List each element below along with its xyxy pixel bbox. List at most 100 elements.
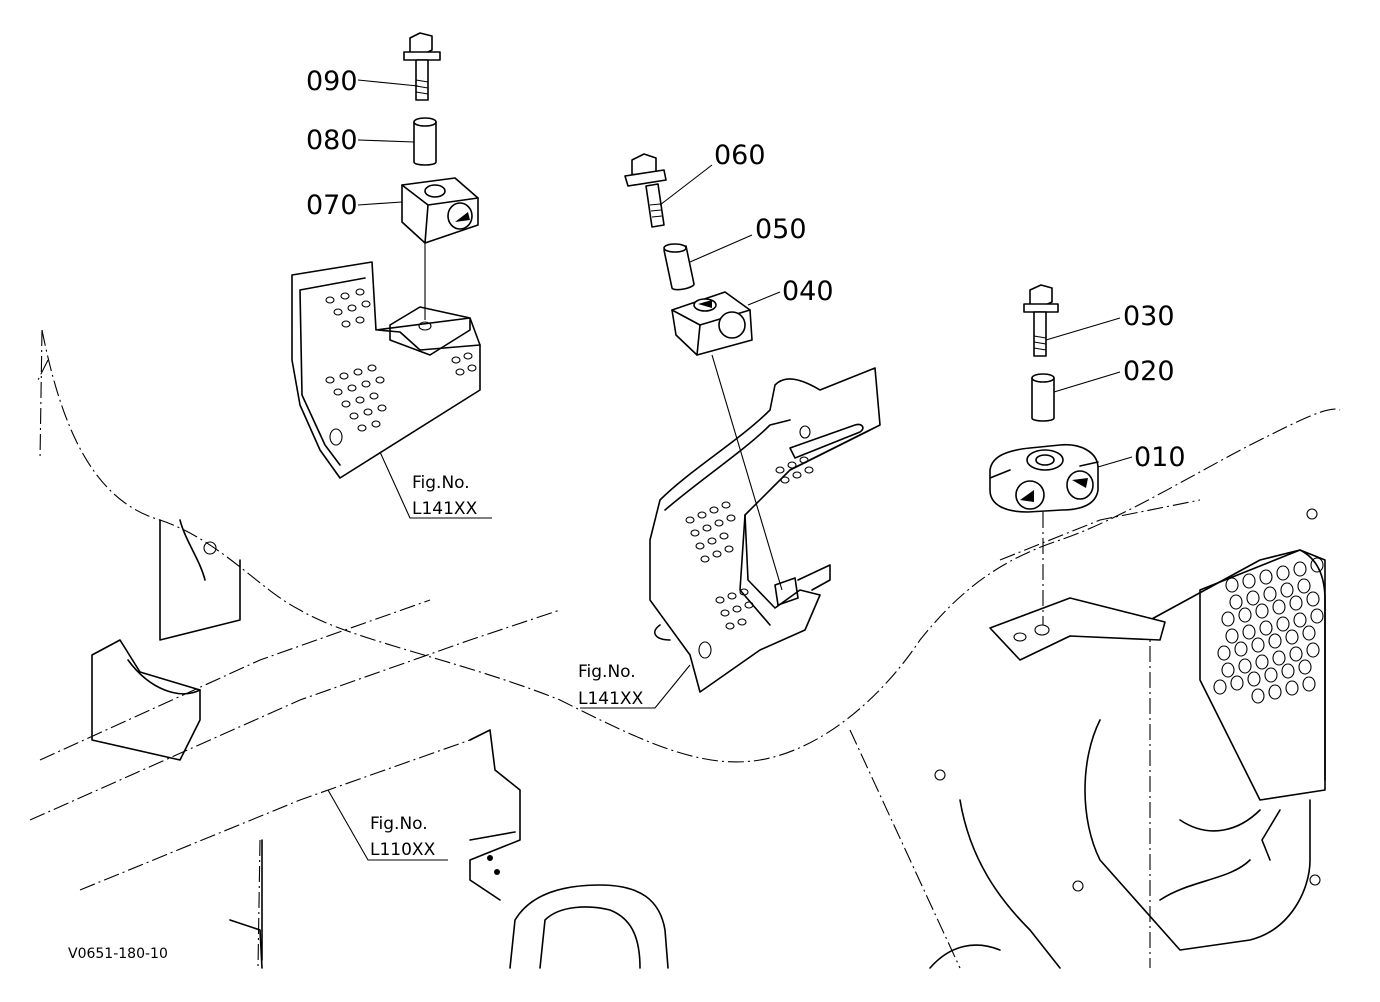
- perforation-hole: [787, 461, 797, 469]
- perforation-hole: [451, 356, 461, 364]
- perforation-hole: [340, 292, 350, 300]
- perforation-hole: [792, 471, 802, 479]
- callout-070: 070: [306, 190, 358, 221]
- perforation-hole: [1310, 608, 1324, 624]
- perforation-hole: [355, 396, 365, 404]
- perforation-hole: [363, 408, 373, 416]
- center-bracket-perforations: [685, 456, 814, 630]
- left-bracket: [291, 261, 481, 479]
- perforation-hole: [341, 400, 351, 408]
- perforation-hole: [1238, 658, 1252, 674]
- perforation-hole: [1255, 603, 1269, 619]
- perforation-hole: [455, 368, 465, 376]
- perforation-hole: [721, 501, 731, 509]
- perforation-hole: [732, 605, 742, 613]
- perforation-hole: [1302, 625, 1316, 641]
- figure-ref-code: L141XX: [412, 499, 478, 519]
- perforation-hole: [739, 588, 749, 596]
- perforation-hole: [1255, 654, 1269, 670]
- drawing-code: V0651-180-10: [68, 946, 168, 962]
- perforation-hole: [1259, 569, 1273, 585]
- perforation-hole: [720, 609, 730, 617]
- perforation-hole: [1225, 628, 1239, 644]
- perforation-hole: [780, 476, 790, 484]
- perforation-hole: [325, 376, 335, 384]
- perforation-hole: [1293, 561, 1307, 577]
- figure-ref-center[interactable]: Fig.No. L141XX: [578, 662, 644, 709]
- perforation-hole: [1246, 590, 1260, 606]
- figure-ref-left[interactable]: Fig.No. L141XX: [412, 473, 478, 519]
- clamp-040: [671, 291, 753, 356]
- perforation-hole: [719, 532, 729, 540]
- perforation-hole: [799, 456, 809, 464]
- perforation-hole: [347, 384, 357, 392]
- perforation-hole: [333, 388, 343, 396]
- perforation-hole: [804, 466, 814, 474]
- figure-ref-title: Fig.No.: [578, 662, 636, 682]
- perforation-hole: [1298, 659, 1312, 675]
- perforation-hole: [339, 372, 349, 380]
- callout-050: 050: [755, 214, 807, 245]
- perforation-hole: [1281, 663, 1295, 679]
- lower-right-structure: [929, 508, 1326, 969]
- perforation-hole: [1213, 679, 1227, 695]
- bolt-030: [1023, 284, 1059, 357]
- perforation-hole: [1302, 676, 1316, 692]
- bolt-090: [403, 32, 441, 101]
- perforation-hole: [1272, 650, 1286, 666]
- perforation-hole: [707, 537, 717, 545]
- perforation-hole: [715, 596, 725, 604]
- bolt-060: [624, 153, 667, 228]
- perforation-hole: [325, 296, 335, 304]
- perforation-hole: [1306, 591, 1320, 607]
- perforation-hole: [714, 519, 724, 527]
- perforation-hole: [1310, 557, 1324, 573]
- perforation-hole: [353, 368, 363, 376]
- figure-ref-bottom[interactable]: Fig.No. L110XX: [370, 814, 436, 860]
- callout-040: 040: [782, 276, 834, 307]
- perforation-hole: [775, 466, 785, 474]
- figure-ref-code: L141XX: [578, 689, 644, 709]
- perforation-hole: [333, 308, 343, 316]
- perforation-hole: [349, 412, 359, 420]
- frame-outline: [29, 329, 1341, 969]
- center-bracket: [649, 367, 881, 693]
- perforation-hole: [1221, 611, 1235, 627]
- perforation-hole: [361, 380, 371, 388]
- perforation-hole: [1221, 662, 1235, 678]
- perforation-hole: [1251, 637, 1265, 653]
- perforation-hole: [727, 592, 737, 600]
- perforation-hole: [1276, 565, 1290, 581]
- perforation-hole: [1229, 594, 1243, 610]
- collar-020: [1031, 373, 1055, 422]
- callout-060: 060: [714, 140, 766, 171]
- perforation-hole: [371, 420, 381, 428]
- callout-010: 010: [1134, 442, 1186, 473]
- leader-lines: [327, 79, 1133, 861]
- perforation-hole: [1268, 633, 1282, 649]
- perforation-hole: [369, 392, 379, 400]
- perforation-hole: [355, 316, 365, 324]
- figure-ref-code: L110XX: [370, 840, 436, 860]
- perforation-hole: [1280, 582, 1294, 598]
- perforation-hole: [1264, 667, 1278, 683]
- perforation-hole: [375, 376, 385, 384]
- perforation-hole: [1272, 599, 1286, 615]
- perforation-hole: [341, 320, 351, 328]
- perforation-hole: [726, 514, 736, 522]
- perforation-hole: [1242, 573, 1256, 589]
- perforation-hole: [1217, 645, 1231, 661]
- perforation-hole: [377, 404, 387, 412]
- perforation-hole: [702, 524, 712, 532]
- callout-080: 080: [306, 125, 358, 156]
- perforation-hole: [700, 555, 710, 563]
- perforation-hole: [695, 542, 705, 550]
- right-mount-plate: [989, 597, 1166, 661]
- perforation-hole: [367, 364, 377, 372]
- callout-020: 020: [1123, 356, 1175, 387]
- collar-080: [413, 117, 437, 166]
- perforation-hole: [709, 506, 719, 514]
- perforation-hole: [1285, 680, 1299, 696]
- perforation-hole: [1234, 641, 1248, 657]
